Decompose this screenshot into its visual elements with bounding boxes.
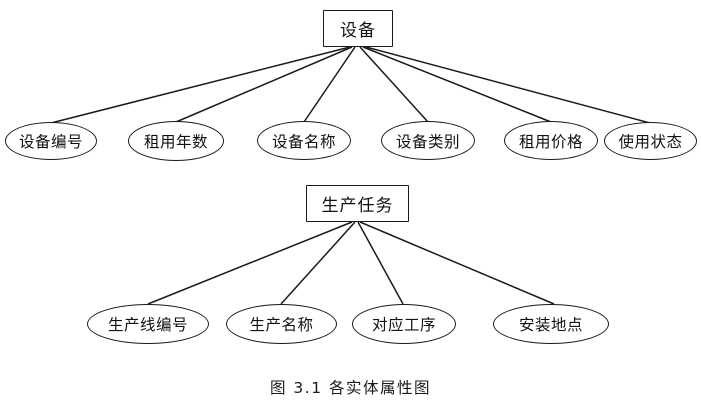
attribute-rental-price: 租用价格 bbox=[504, 121, 598, 160]
connector-equipment-category bbox=[359, 46, 429, 123]
attribute-production-name: 生产名称 bbox=[226, 304, 337, 344]
attribute-usage-status: 使用状态 bbox=[604, 122, 697, 160]
attribute-rental-price-label: 租用价格 bbox=[518, 132, 583, 151]
connector-matching-process bbox=[357, 221, 404, 305]
connector-rental-price bbox=[362, 46, 552, 123]
attribute-install-location-label: 安装地点 bbox=[518, 316, 583, 334]
attribute-usage-status-label: 使用状态 bbox=[618, 133, 683, 151]
attribute-equipment-category: 设备类别 bbox=[381, 121, 475, 160]
attribute-equipment-no: 设备编号 bbox=[5, 122, 97, 160]
entity-equipment: 设备 bbox=[323, 10, 393, 47]
connector-production-name bbox=[280, 221, 356, 305]
connector-rental-years bbox=[175, 46, 353, 123]
attribute-equipment-name-label: 设备名称 bbox=[271, 132, 336, 151]
attribute-equipment-no-label: 设备编号 bbox=[18, 133, 83, 151]
attribute-production-name-label: 生产名称 bbox=[249, 316, 314, 334]
attribute-line-no-label: 生产线编号 bbox=[107, 316, 188, 334]
connector-line-no bbox=[147, 221, 353, 305]
figure-caption: 图 3.1 各实体属性图 bbox=[269, 379, 431, 397]
attribute-matching-process: 对应工序 bbox=[352, 304, 456, 344]
attribute-line-no: 生产线编号 bbox=[87, 304, 209, 344]
connector-install-location bbox=[359, 221, 555, 305]
attribute-equipment-category-label: 设备类别 bbox=[395, 132, 460, 151]
connector-usage-status bbox=[365, 46, 651, 124]
attribute-rental-years-label: 租用年数 bbox=[143, 133, 208, 151]
entity-production-task-label: 生产任务 bbox=[321, 196, 394, 216]
entity-production-task: 生产任务 bbox=[306, 185, 409, 222]
connector-equipment-no bbox=[50, 46, 351, 124]
entity-equipment-label: 设备 bbox=[340, 21, 376, 41]
connector-equipment-name bbox=[303, 46, 356, 123]
attribute-equipment-name: 设备名称 bbox=[257, 121, 351, 160]
attribute-rental-years: 租用年数 bbox=[128, 121, 224, 161]
attribute-install-location: 安装地点 bbox=[493, 304, 609, 344]
attribute-matching-process-label: 对应工序 bbox=[371, 316, 436, 334]
